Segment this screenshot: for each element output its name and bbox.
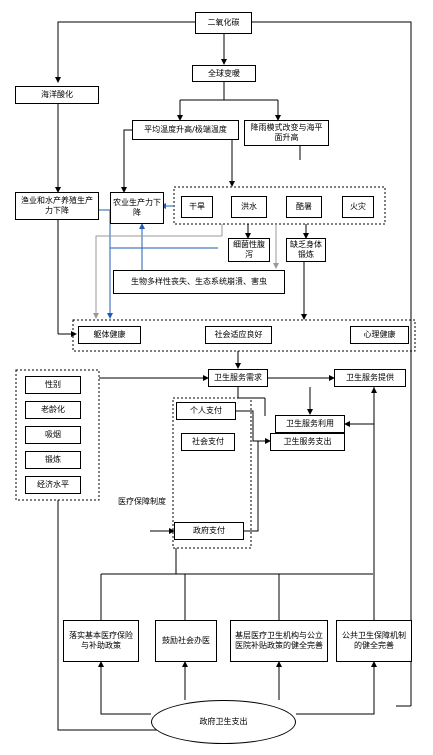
flood-box: 洪水 xyxy=(231,196,267,218)
smoking-box: 吸烟 xyxy=(25,426,81,444)
heatwave-box: 酷暑 xyxy=(286,196,322,218)
personal-payment-box: 个人支付 xyxy=(176,402,236,420)
economic-level-box: 经济水平 xyxy=(25,476,81,494)
wildfire-box: 火灾 xyxy=(342,196,374,218)
lack-of-exercise-box: 缺乏身体锻炼 xyxy=(286,238,326,262)
biodiversity-loss-box: 生物多样性丧失、生态系统崩溃、害虫 xyxy=(113,270,285,294)
exp-to-public-arrow xyxy=(296,661,377,715)
supply-to-utilization-arrow xyxy=(344,387,375,427)
ocean-acidification-box: 海洋酸化 xyxy=(15,86,99,104)
exercise-box: 锻炼 xyxy=(25,451,81,469)
left-frame-to-exp xyxy=(57,500,160,731)
basic-insurance-policy-box: 落实基本医疗保险与补助政策 xyxy=(63,620,139,662)
demand-branch xyxy=(237,387,265,399)
rainfall-sea-level-box: 降雨模式改变与海平面升高 xyxy=(244,120,329,146)
co2-to-acid-arrow xyxy=(55,21,195,83)
health-service-supply-box: 卫生服务提供 xyxy=(334,369,406,387)
health-service-demand-box: 卫生服务需求 xyxy=(208,369,268,387)
social-adaptation-box: 社会适应良好 xyxy=(205,326,272,344)
public-health-mechanism-box: 公共卫生保障机制的健全完善 xyxy=(336,620,412,662)
government-payment-box: 政府支付 xyxy=(174,522,244,540)
service-utilization-box: 卫生服务利用 xyxy=(275,415,345,433)
government-health-expenditure-ellipse: 政府卫生支出 xyxy=(151,700,296,744)
policy-top-bar xyxy=(175,548,373,575)
exp-to-insurance-arrow xyxy=(98,661,151,715)
bacterial-diarrhea-box: 细菌性腹泻 xyxy=(228,238,270,262)
gray-to-health-arrow xyxy=(93,235,222,319)
global-warming-box: 全球变暖 xyxy=(192,65,256,82)
health-group xyxy=(72,319,416,352)
personal-to-spending-arrow xyxy=(236,410,271,444)
aging-box: 老龄化 xyxy=(25,401,81,419)
physical-health-box: 躯体健康 xyxy=(78,326,141,344)
temperature-rise-box: 平均温度升高/极端温度 xyxy=(132,120,239,140)
gov-to-spending-line xyxy=(244,441,259,532)
hazard-group xyxy=(173,186,386,225)
agriculture-decline-box: 农业生产力下降 xyxy=(110,192,164,224)
co2-right-frame xyxy=(252,21,412,706)
medical-insurance-system-label: 医疗保障制度 xyxy=(118,497,166,506)
service-spending-box: 卫生服务支出 xyxy=(270,433,345,451)
payment-group xyxy=(172,397,252,549)
social-payment-box: 社会支付 xyxy=(181,433,235,451)
temp-to-agri-arrow xyxy=(121,129,132,193)
gender-box: 性别 xyxy=(25,376,81,394)
factor-group xyxy=(15,369,100,501)
co2-box: 二氧化碳 xyxy=(195,12,252,34)
fish-agri-to-health-arrow xyxy=(98,209,113,319)
drought-box: 干旱 xyxy=(181,196,213,218)
primary-care-subsidy-box: 基层医疗卫生机构与公立医院补贴政策的健全完善 xyxy=(230,620,328,662)
encourage-private-medical-box: 鼓励社会办医 xyxy=(155,620,217,662)
fishery-decline-box: 渔业和水产养殖生产力下降 xyxy=(15,192,99,220)
mental-health-box: 心理健康 xyxy=(350,326,409,344)
agri-to-diarrhea-line xyxy=(109,224,218,249)
